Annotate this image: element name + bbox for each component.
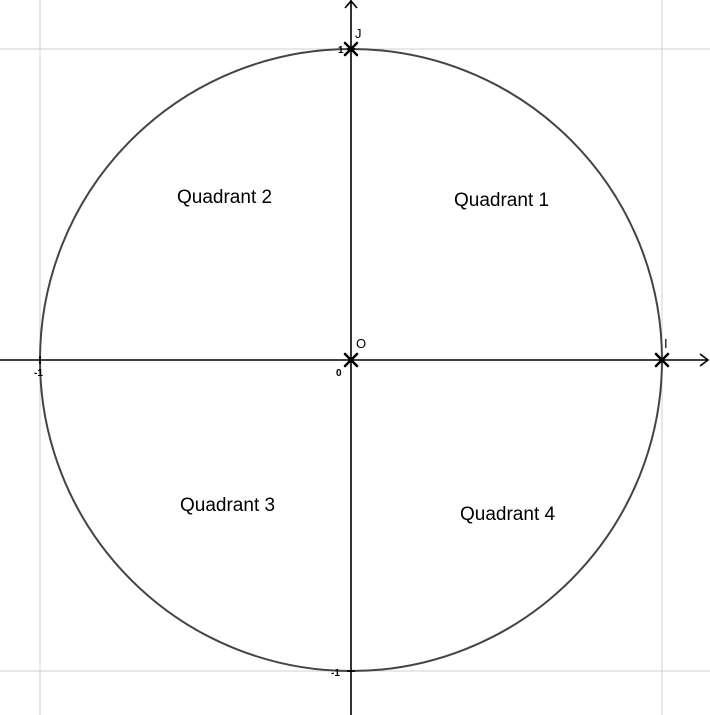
x-axis (0, 353, 710, 367)
quadrant-4-label: Quadrant 4 (460, 504, 555, 525)
tick-label-origin: 0 (336, 368, 342, 379)
point-i-marker (654, 352, 670, 368)
quadrant-2-label: Quadrant 2 (177, 187, 272, 208)
quadrant-1-label: Quadrant 1 (454, 190, 549, 211)
quadrant-3-label: Quadrant 3 (180, 495, 275, 516)
tick-label-y-1: 1 (338, 45, 344, 56)
point-label-o: O (356, 336, 366, 351)
point-o-marker (343, 352, 359, 368)
tick-label-y-neg1: -1 (331, 668, 340, 679)
point-label-i: I (664, 336, 668, 351)
point-j-marker (343, 41, 359, 57)
y-axis (344, 0, 358, 715)
y-axis-arrow-icon (344, 0, 358, 9)
tick-label-x-neg1: -1 (34, 368, 43, 379)
x-axis-arrow-icon (699, 353, 710, 367)
point-label-j: J (355, 26, 362, 41)
